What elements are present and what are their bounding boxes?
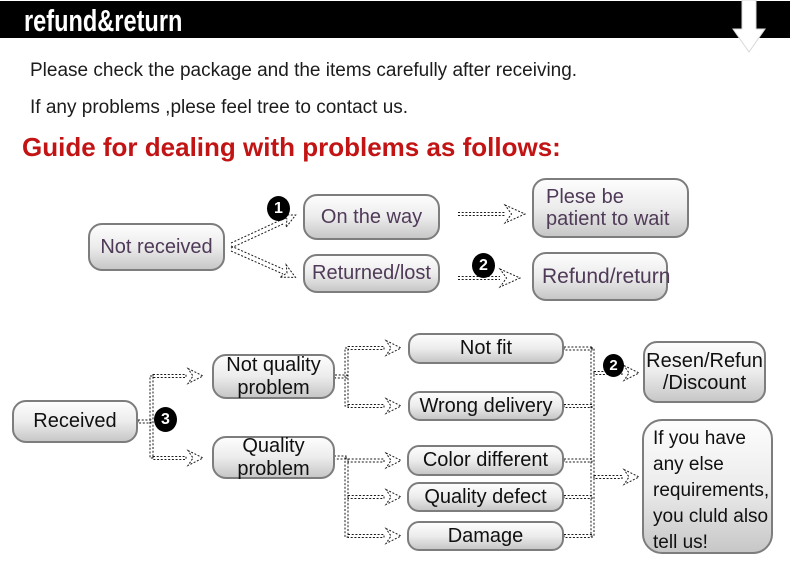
- arrow-not-received-to-returned-lost: [230, 245, 297, 278]
- badge-2-flow2: 2: [603, 354, 624, 377]
- on-the-way-box: On the way: [303, 194, 440, 240]
- quality-problem-box: Quality problem: [212, 435, 335, 480]
- connector-not-quality-branch: [334, 339, 403, 415]
- banner: refund&return: [0, 1, 790, 38]
- patient-wait-box: Plese be patient to wait: [532, 178, 689, 238]
- color-different-box: Color different: [407, 445, 564, 476]
- intro-line-1: Please check the package and the items c…: [30, 60, 578, 81]
- banner-title: refund&return: [24, 3, 183, 38]
- badge-3: 3: [154, 407, 177, 432]
- guide-heading: Guide for dealing with problems as follo…: [22, 132, 561, 162]
- wrong-delivery-box: Wrong delivery: [408, 391, 564, 421]
- arrow-to-note: [593, 468, 641, 486]
- returned-lost-box: Returned/lost: [303, 254, 440, 293]
- quality-defect-box: Quality defect: [407, 482, 564, 512]
- note-box: If you have any else requirements, you c…: [642, 419, 773, 554]
- arrow-on-the-way-to-patient-wait: [458, 203, 527, 225]
- resen-refund-discount-box: Resen/Refun /Discount: [643, 341, 766, 403]
- not-quality-problem-box: Not quality problem: [212, 354, 335, 399]
- connector-quality-branch: [333, 451, 403, 545]
- received-box: Received: [12, 400, 138, 443]
- connector-right-collector: [563, 346, 595, 538]
- not-received-box: Not received: [88, 223, 225, 271]
- damage-box: Damage: [407, 521, 564, 551]
- intro-line-2: If any problems ,plese feel tree to cont…: [30, 97, 409, 118]
- refund-return-box: Refund/return: [532, 252, 670, 301]
- badge-1: 1: [267, 196, 290, 221]
- not-fit-box: Not fit: [408, 333, 564, 364]
- badge-2-flow1: 2: [472, 253, 495, 278]
